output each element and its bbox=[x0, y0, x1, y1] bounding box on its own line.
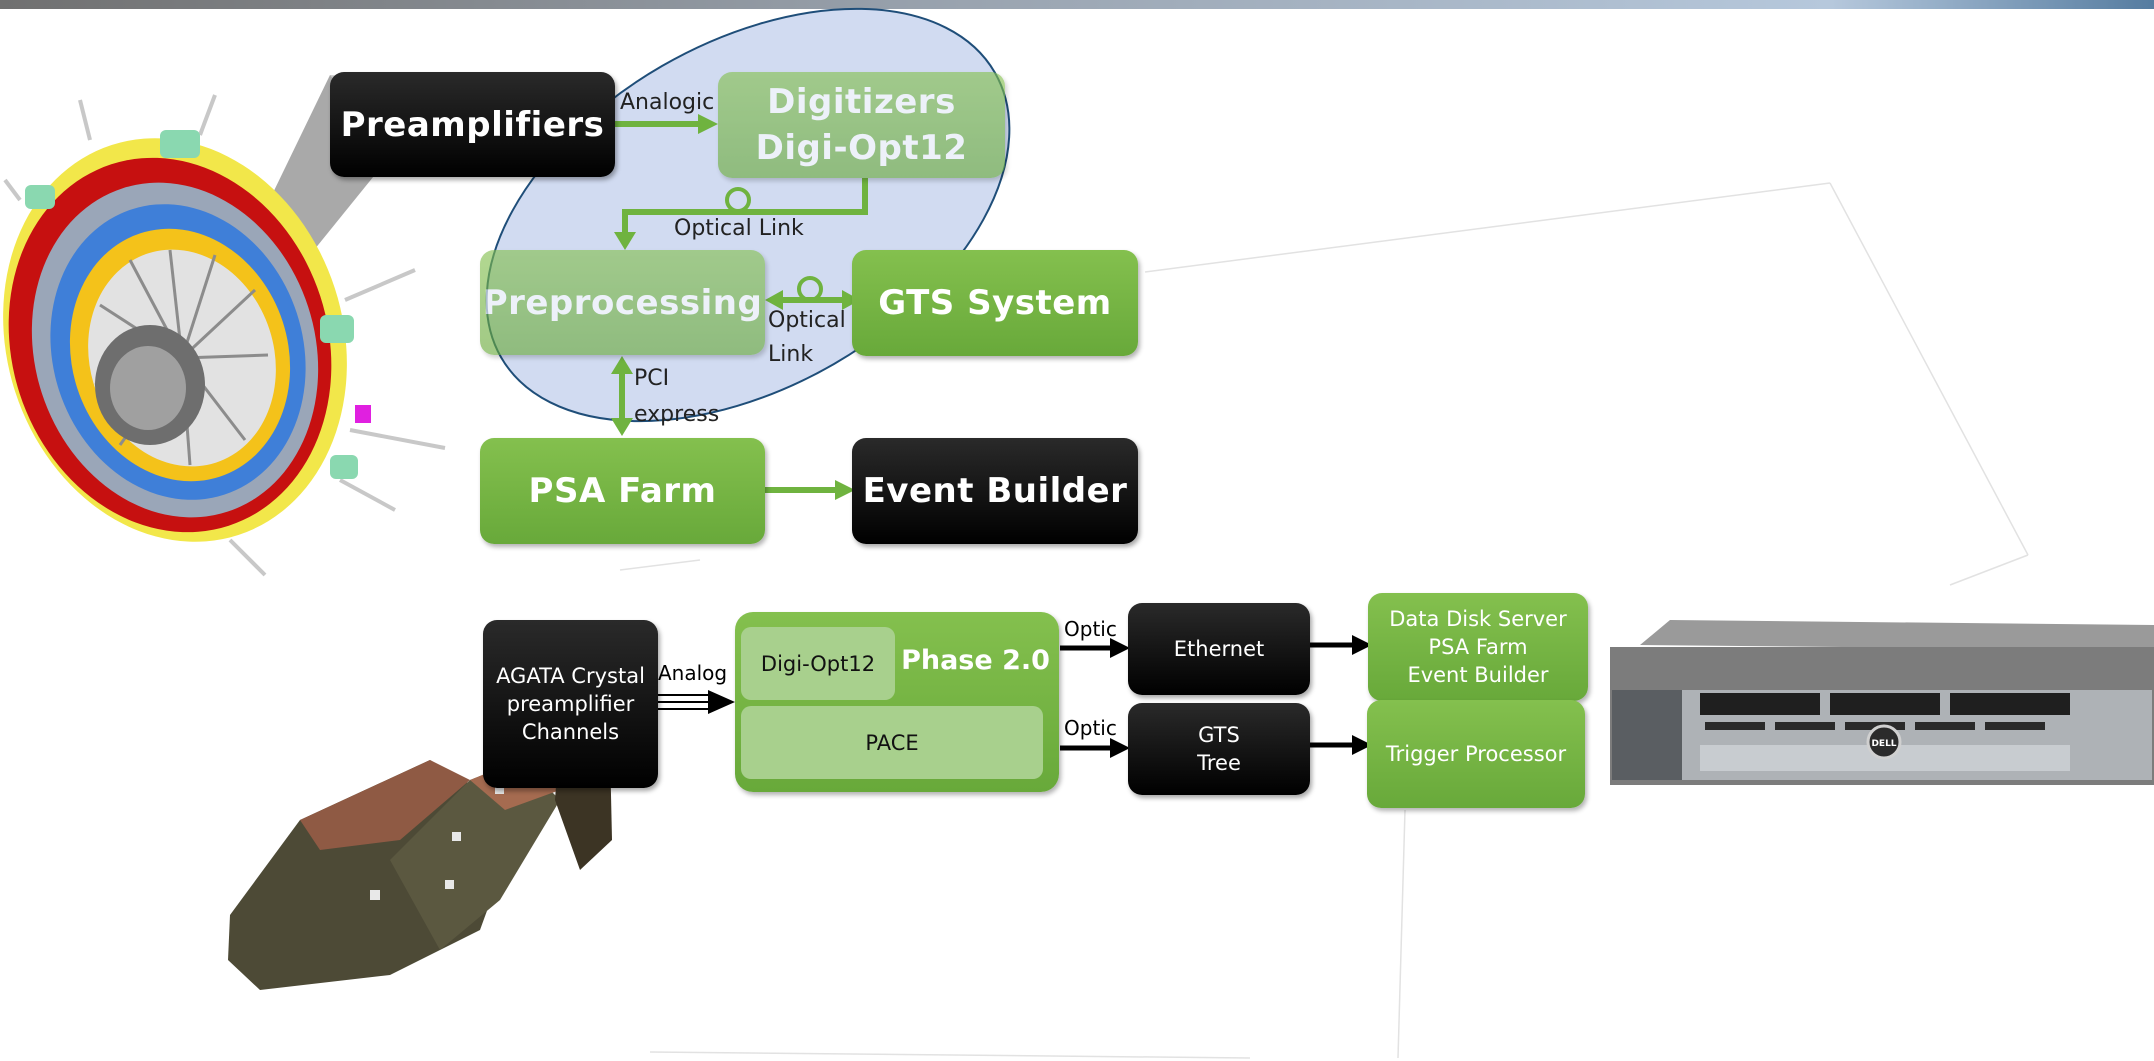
bottom-arrowheads bbox=[708, 635, 1372, 758]
gts-tree-line-2: Tree bbox=[1197, 751, 1241, 775]
pace-module: PACE bbox=[741, 706, 1043, 779]
digi-opt12-label: Digi-Opt12 bbox=[755, 128, 968, 168]
server-logo-text: DELL bbox=[1871, 739, 1896, 749]
phase-2-label: Phase 2.0 bbox=[901, 644, 1050, 676]
bottom-connectors bbox=[658, 642, 1360, 751]
optical-link-label: Optical Link bbox=[674, 216, 804, 241]
psa-farm-box: PSA Farm bbox=[480, 438, 765, 544]
pci-express-label: express bbox=[634, 402, 720, 427]
data-disk-server-box: Data Disk Server PSA Farm Event Builder bbox=[1368, 593, 1588, 701]
digitizers-label: Digitizers bbox=[767, 82, 956, 122]
optical-link-label-2a: Optical bbox=[768, 308, 846, 333]
background-guide-lines bbox=[619, 182, 2029, 1059]
agata-crystal-box: AGATA Crystal preamplifier Channels bbox=[483, 620, 658, 788]
agata-line-2: preamplifier bbox=[506, 692, 635, 716]
event-builder-box: Event Builder bbox=[852, 438, 1138, 544]
rack-server-image bbox=[1610, 620, 2154, 785]
optical-link-label-2b: Link bbox=[768, 342, 814, 367]
gts-system-box: GTS System bbox=[852, 250, 1138, 356]
top-banner-bar bbox=[0, 0, 2154, 9]
optic-label-bottom: Optic bbox=[1064, 716, 1117, 740]
agata-line-1: AGATA Crystal bbox=[496, 664, 645, 688]
pci-label: PCI bbox=[634, 366, 670, 391]
preamplifiers-box: Preamplifiers bbox=[330, 72, 615, 177]
analogic-label: Analogic bbox=[620, 90, 715, 115]
detector-array-image bbox=[3, 75, 610, 577]
preprocessing-box: Preprocessing bbox=[480, 250, 765, 355]
server-line-1: Data Disk Server bbox=[1389, 607, 1567, 631]
top-arrowheads bbox=[611, 114, 860, 500]
server-line-3: Event Builder bbox=[1407, 663, 1549, 687]
agata-line-3: Channels bbox=[521, 720, 620, 744]
trigger-processor-box: Trigger Processor bbox=[1367, 700, 1585, 808]
digitizers-box: Digitizers Digi-Opt12 bbox=[718, 72, 1005, 178]
gts-tree-line-1: GTS bbox=[1198, 723, 1240, 747]
optical-link-connector-rings bbox=[725, 187, 823, 302]
digi-opt12-module: Digi-Opt12 bbox=[741, 627, 895, 700]
server-line-2: PSA Farm bbox=[1428, 635, 1528, 659]
gts-tree-box: GTS Tree bbox=[1128, 703, 1310, 795]
optic-label-top: Optic bbox=[1064, 617, 1117, 641]
ethernet-box: Ethernet bbox=[1128, 603, 1310, 695]
analog-label: Analog bbox=[658, 661, 728, 685]
